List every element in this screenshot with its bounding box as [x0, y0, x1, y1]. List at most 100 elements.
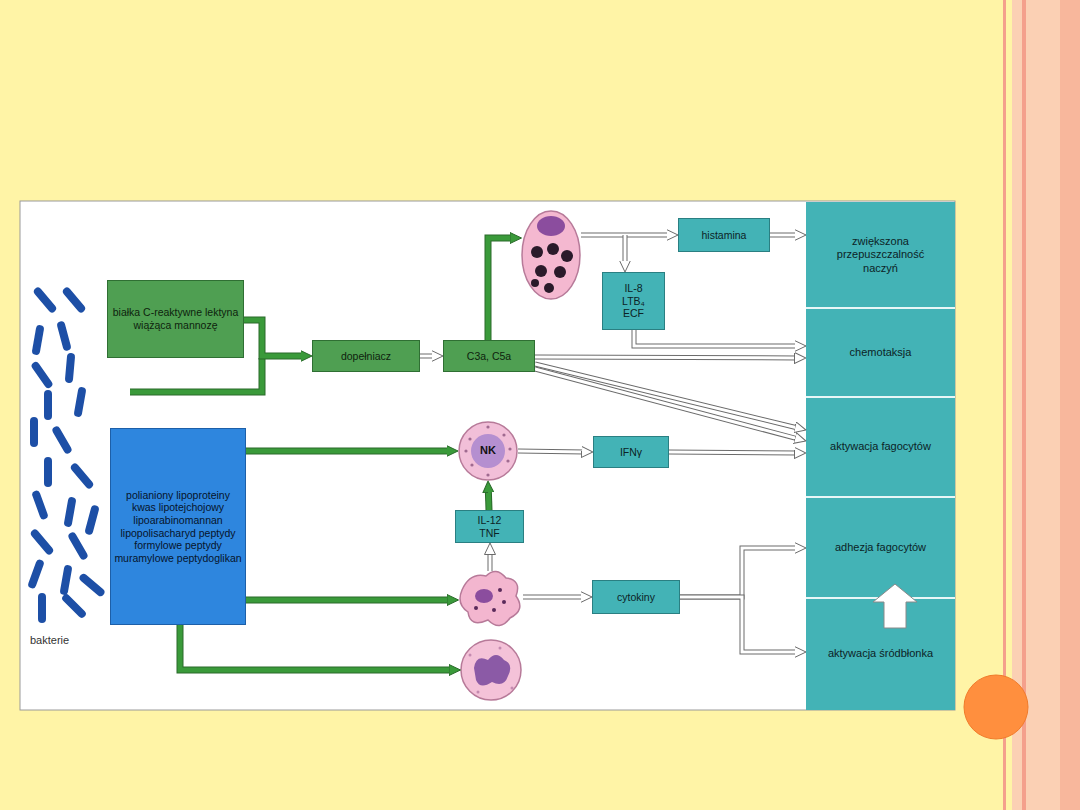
macrophage [492, 608, 496, 612]
connector-outline [246, 448, 450, 455]
connector-outline [420, 354, 435, 359]
neutrophil [477, 691, 480, 694]
mast-cell [522, 211, 580, 299]
bacterium [31, 325, 44, 356]
block-arrow [873, 584, 917, 628]
connector-outline [535, 364, 798, 428]
slide-decoration [964, 675, 1028, 739]
connector-line [246, 449, 450, 454]
cell-granule [468, 437, 471, 440]
connector-arrow [488, 489, 490, 510]
mast-cell [535, 265, 547, 277]
mast-cell [561, 250, 573, 262]
bacterium [61, 593, 88, 620]
connector-line [486, 489, 492, 510]
node-text: polianiony lipoproteiny kwas lipotejchoj… [114, 489, 242, 565]
effect-column [806, 307, 955, 309]
mast-cell [531, 246, 543, 258]
mast-cell [531, 243, 573, 293]
process-box: dopełniacz [312, 340, 420, 372]
mediator-box: IL-12 TNF [455, 510, 524, 543]
neutrophil [461, 640, 521, 700]
bacterium [31, 490, 49, 521]
bacterium [32, 286, 57, 314]
connector-arrow [518, 451, 585, 453]
connector-outline [669, 450, 798, 456]
white-arrow [623, 235, 628, 264]
figure-label: bakterie [30, 634, 69, 646]
cell-granule [508, 447, 511, 450]
bacterium [44, 457, 52, 487]
green-arrow [488, 238, 513, 340]
green-arrow [180, 625, 452, 670]
bacterium [44, 390, 52, 420]
connector-line [244, 320, 304, 356]
white-arrow [489, 552, 492, 572]
nk-cell: NK [458, 421, 518, 481]
connector-line [518, 450, 585, 454]
connector-arrow [680, 597, 798, 652]
mast-cell [544, 283, 554, 293]
bacterium [63, 497, 76, 528]
effect-band: aktywacja fagocytów [806, 397, 955, 497]
effect-column [806, 496, 955, 498]
connector-line [669, 451, 798, 455]
connector-arrow [535, 357, 798, 359]
effect-column [806, 202, 955, 710]
bacterial-component-box: polianiony lipoproteiny kwas lipotejchoj… [110, 428, 246, 625]
connector-line [420, 355, 435, 358]
node-text: dopełniacz [316, 350, 416, 363]
bacterium [51, 425, 73, 455]
node-text: C3a, C5a [447, 350, 531, 363]
neutrophil [461, 640, 521, 700]
macrophage [502, 600, 506, 604]
node-text: IL-8 LTB₄ ECF [614, 282, 654, 320]
cell-granule [470, 463, 473, 466]
neutrophil [511, 687, 514, 690]
connector-line [634, 330, 798, 346]
green-arrow [246, 598, 450, 603]
neutrophil [469, 654, 472, 657]
effect-band: zwiększona przepuszczalność naczyń [806, 202, 955, 308]
connector-line [535, 356, 798, 360]
connector-line [535, 364, 798, 428]
node-text: białka C-reaktywne lektyna wiążąca manno… [112, 306, 240, 331]
connector-arrow [244, 320, 304, 356]
cell-granule [506, 459, 509, 462]
connector-arrow [669, 452, 798, 454]
connector-arrow [680, 548, 798, 597]
connector-line [770, 234, 798, 237]
slide-decoration [964, 0, 1080, 810]
node-text: aktywacja śródbłonka [816, 647, 946, 660]
cell-granule [464, 449, 467, 452]
connector-outline [518, 449, 585, 455]
bacterium [27, 559, 45, 590]
macrophage [475, 589, 493, 603]
effect-column [806, 396, 955, 398]
connector-outline [535, 369, 798, 439]
connector-outline [485, 489, 493, 510]
green-arrow [246, 597, 450, 604]
cell-granule [486, 473, 489, 476]
mediator-box: IFNγ [593, 436, 669, 468]
node-text: NK [468, 444, 508, 457]
connector-outline [244, 320, 304, 356]
mast-cell [547, 243, 559, 255]
macrophage [460, 571, 520, 625]
connector-arrow [420, 356, 435, 357]
connector-outline [680, 548, 798, 597]
mediator-box: histamina [678, 218, 770, 252]
green-arrow [180, 625, 452, 670]
node-text: zwiększona przepuszczalność naczyń [831, 235, 931, 275]
node-text: IL-12 TNF [471, 514, 509, 539]
node-text: histamina [682, 229, 766, 242]
connector-arrow [535, 369, 798, 439]
effect-column [806, 308, 955, 598]
neutrophil [474, 655, 510, 686]
effect-column [806, 202, 955, 710]
neutrophil [469, 647, 514, 694]
mediator-box: cytokiny [592, 580, 680, 614]
